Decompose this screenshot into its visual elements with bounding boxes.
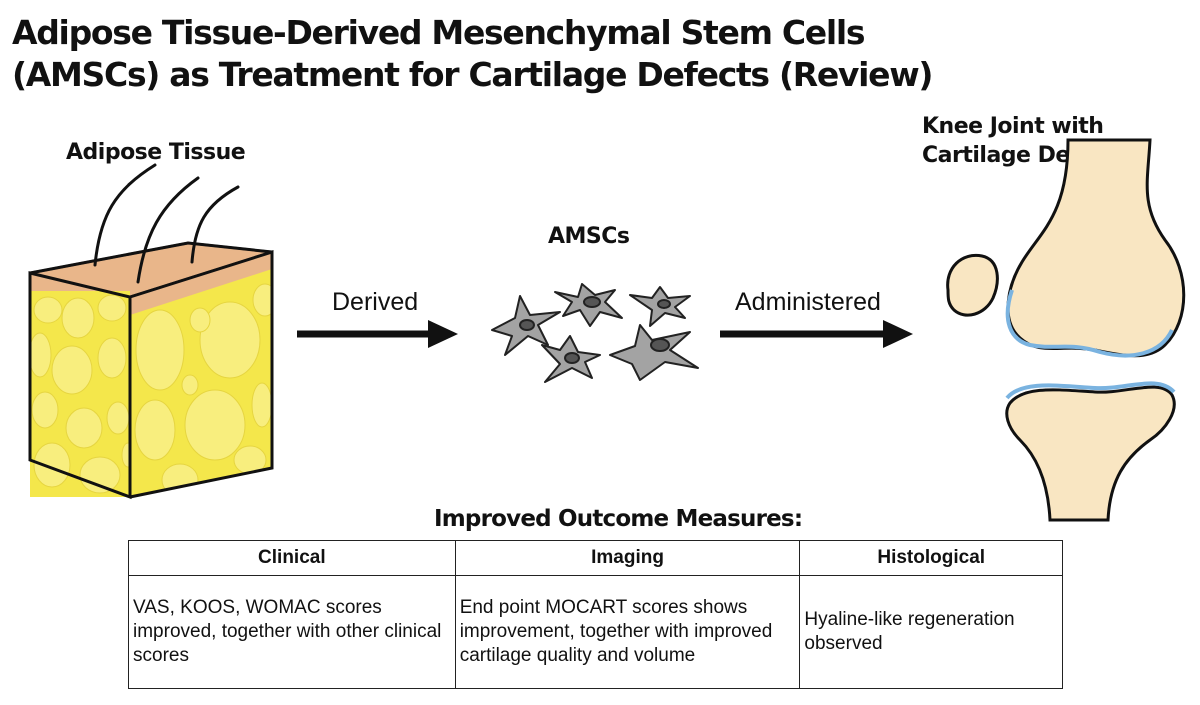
patella (946, 253, 999, 317)
administered-arrow-label: Administered (735, 288, 881, 316)
amscs-label: AMSCs (548, 224, 630, 249)
table-row: VAS, KOOS, WOMAC scores improved, togeth… (128, 575, 1063, 689)
femur-cartilage (1005, 289, 1174, 358)
table-header-row: Clinical Imaging Histological (128, 540, 1063, 576)
amsc-cells (491, 283, 699, 383)
knee-joint (946, 138, 1186, 522)
outcome-measures-title: Improved Outcome Measures: (434, 506, 803, 532)
outcome-measures-table: Clinical Imaging Histological VAS, KOOS,… (128, 540, 1063, 689)
title-line-1: Adipose Tissue-Derived Mesenchymal Stem … (12, 13, 866, 52)
column-header-histological: Histological (799, 540, 1063, 576)
tibia-cartilage (1005, 381, 1176, 400)
stem-cell (609, 324, 699, 381)
administered-arrow (720, 320, 913, 348)
adipose-tissue-label: Adipose Tissue (66, 140, 246, 165)
derived-arrow (297, 320, 458, 348)
front-fat-cells (30, 294, 130, 494)
cell-histological: Hyaline-like regeneration observed (799, 575, 1063, 689)
femur (1006, 138, 1186, 358)
cell-imaging: End point MOCART scores shows improvemen… (454, 575, 801, 689)
column-header-clinical: Clinical (128, 540, 456, 576)
column-header-imaging: Imaging (454, 540, 801, 576)
adipose-tissue-cube (28, 241, 274, 500)
title-line-2: (AMSCs) as Treatment for Cartilage Defec… (12, 55, 934, 94)
cube-side-skin-layer (130, 252, 272, 315)
hair-strands (93, 163, 240, 284)
tibia (1005, 385, 1176, 522)
diagram-title: Adipose Tissue-Derived Mesenchymal Stem … (12, 12, 1012, 96)
derived-arrow-label: Derived (332, 288, 419, 316)
cell-clinical: VAS, KOOS, WOMAC scores improved, togeth… (128, 575, 456, 689)
